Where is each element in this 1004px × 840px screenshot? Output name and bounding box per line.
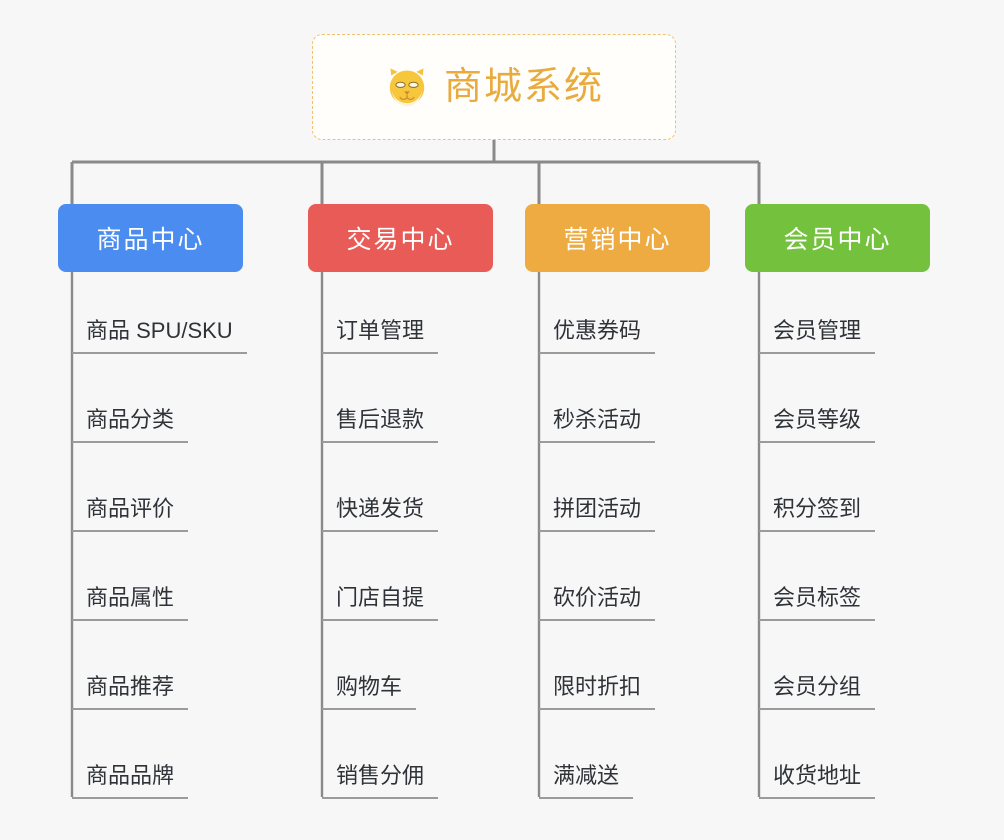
root-node[interactable]: 商城系统 xyxy=(312,34,676,140)
leaf-item[interactable]: 收货地址 xyxy=(759,762,876,799)
category-box-trade-center[interactable]: 交易中心 xyxy=(308,204,493,272)
category-label: 营销中心 xyxy=(563,226,672,254)
leaf-item[interactable]: 会员分组 xyxy=(759,673,876,710)
leaf-item[interactable]: 秒杀活动 xyxy=(539,406,656,443)
leaf-item[interactable]: 销售分佣 xyxy=(322,762,439,799)
category-box-member-center[interactable]: 会员中心 xyxy=(745,204,930,272)
leaf-item[interactable]: 商品推荐 xyxy=(72,673,189,710)
leaf-item[interactable]: 商品评价 xyxy=(72,495,189,532)
leaf-item[interactable]: 商品品牌 xyxy=(72,762,189,799)
shiba-dog-face-icon xyxy=(389,68,425,107)
root-title: 商城系统 xyxy=(443,66,604,108)
leaf-item[interactable]: 积分签到 xyxy=(759,495,876,532)
category-label: 会员中心 xyxy=(783,226,892,254)
leaf-item[interactable]: 售后退款 xyxy=(322,406,439,443)
leaf-item[interactable]: 快递发货 xyxy=(322,495,439,532)
leaf-item[interactable]: 限时折扣 xyxy=(539,673,656,710)
leaf-item[interactable]: 门店自提 xyxy=(322,584,439,621)
leaf-item[interactable]: 订单管理 xyxy=(322,317,439,354)
category-label: 商品中心 xyxy=(96,226,205,254)
category-box-marketing-center[interactable]: 营销中心 xyxy=(525,204,710,272)
leaf-item[interactable]: 砍价活动 xyxy=(539,584,656,621)
category-label: 交易中心 xyxy=(346,226,455,254)
leaf-item[interactable]: 优惠券码 xyxy=(539,317,656,354)
leaf-item[interactable]: 购物车 xyxy=(322,673,417,710)
leaf-item[interactable]: 商品 SPU/SKU xyxy=(72,317,247,354)
leaf-item[interactable]: 会员等级 xyxy=(759,406,876,443)
leaf-item[interactable]: 会员标签 xyxy=(759,584,876,621)
leaf-item[interactable]: 满减送 xyxy=(539,762,634,799)
leaf-item[interactable]: 拼团活动 xyxy=(539,495,656,532)
leaf-item[interactable]: 商品属性 xyxy=(72,584,189,621)
category-box-product-center[interactable]: 商品中心 xyxy=(58,204,243,272)
leaf-item[interactable]: 商品分类 xyxy=(72,406,189,443)
leaf-item[interactable]: 会员管理 xyxy=(759,317,876,354)
